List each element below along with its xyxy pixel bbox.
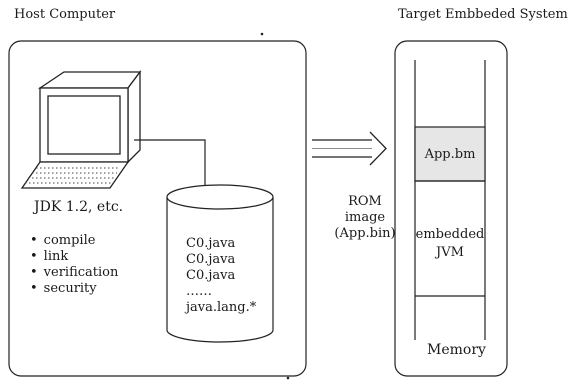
rom-label-line2: image (344, 210, 386, 225)
speck (260, 32, 264, 36)
memory-segment-jvm: embedded JVM (415, 226, 485, 262)
computer-icon (20, 70, 142, 189)
target-panel (394, 40, 508, 377)
jvm-label-line2: JVM (436, 245, 464, 260)
tool-list: compile link verification security (30, 233, 119, 297)
storage-cylinder-icon (166, 184, 274, 343)
rom-label-line1: ROM (348, 194, 382, 209)
host-computer-title: Host Computer (14, 7, 116, 22)
file-ellipsis: …… (186, 284, 212, 299)
tool-item-compile: compile (30, 233, 118, 249)
memory-column (414, 60, 486, 340)
tool-item-security: security (30, 281, 118, 297)
jvm-label-line1: embedded (415, 227, 485, 242)
jdk-label: JDK 1.2, etc. (34, 199, 124, 215)
file-item: C0.java (186, 268, 236, 283)
memory-label: Memory (427, 342, 486, 358)
tool-item-link: link (30, 249, 118, 265)
file-item: C0.java (186, 236, 236, 251)
memory-segment-app: App.bm (424, 146, 476, 162)
rom-label-line3: (App.bin) (334, 226, 396, 241)
transfer-arrow (312, 131, 387, 166)
file-list: C0.java C0.java C0.java …… java.lang.* (186, 236, 256, 316)
file-item: C0.java (186, 252, 236, 267)
file-item-java-lang: java.lang.* (186, 300, 257, 315)
host-panel (8, 40, 307, 377)
speck (286, 376, 290, 380)
tool-item-verification: verification (30, 265, 119, 281)
rom-image-label: ROM image (App.bin) (332, 194, 398, 242)
target-system-title: Target Embbeded System (398, 7, 568, 22)
